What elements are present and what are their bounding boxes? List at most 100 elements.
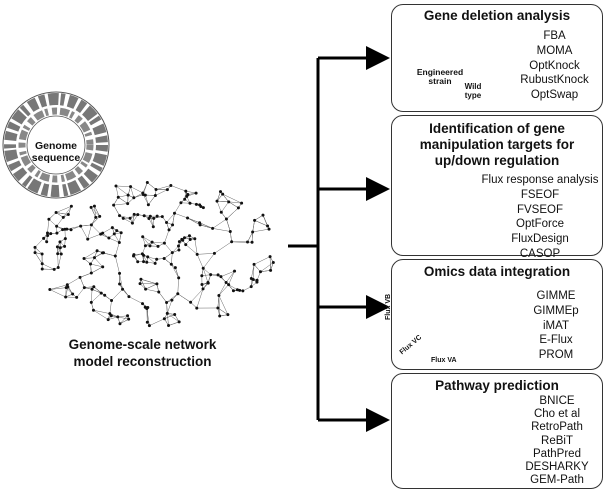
network-node <box>184 189 188 193</box>
network-edge <box>42 263 55 270</box>
network-node <box>146 255 150 259</box>
network-edge <box>190 288 204 303</box>
network-node <box>186 216 190 220</box>
method-item: GIMME <box>536 290 576 302</box>
method-item: FSEOF <box>520 188 560 201</box>
network-edge <box>174 202 182 214</box>
network-node <box>55 245 59 249</box>
network-node <box>110 226 114 230</box>
network-edge <box>47 219 50 234</box>
network-edge <box>148 218 154 227</box>
network-node <box>169 183 173 187</box>
network-edge <box>226 218 231 232</box>
network-node <box>89 205 93 209</box>
metabolic-network-graph <box>33 181 275 328</box>
network-node <box>251 230 255 234</box>
network-edge <box>177 293 191 303</box>
network-edge <box>133 194 144 199</box>
network-node <box>173 266 177 270</box>
network-node <box>112 232 116 236</box>
network-edge <box>90 207 96 218</box>
network-edge <box>90 263 103 268</box>
network-node <box>89 262 93 266</box>
network-node <box>66 212 70 216</box>
network-edge <box>117 316 129 320</box>
network-node <box>33 245 37 249</box>
network-node <box>157 290 161 294</box>
network-edge <box>108 316 118 320</box>
network-node <box>170 251 174 255</box>
network-node <box>48 288 52 292</box>
network-edge <box>262 215 268 227</box>
network-edge <box>63 206 72 218</box>
network-edge <box>185 190 197 194</box>
caption-line1: Genome-scale network <box>68 337 217 352</box>
network-node <box>271 260 275 264</box>
network-node <box>201 206 205 210</box>
network-edge <box>79 277 85 288</box>
method-item: E-Flux <box>539 334 573 347</box>
network-edge <box>115 185 131 187</box>
network-edge <box>34 247 43 255</box>
network-node <box>132 196 136 200</box>
method-list: BNICE Cho et al RetroPath ReBiT PathPred… <box>512 395 602 487</box>
network-edge <box>90 263 92 274</box>
network-edge <box>84 286 94 288</box>
network-node <box>188 201 192 205</box>
network-node <box>40 252 44 256</box>
network-node <box>182 236 186 240</box>
network-node <box>114 184 118 188</box>
method-item: Cho et al <box>533 408 581 421</box>
network-node <box>89 223 93 227</box>
network-node <box>267 227 271 231</box>
network-node <box>141 192 145 196</box>
network-edge <box>119 273 123 290</box>
network-node <box>99 291 103 295</box>
network-node <box>116 315 120 319</box>
network-edge <box>90 207 100 217</box>
panel-title-line: manipulation targets for <box>419 137 575 152</box>
network-node <box>40 262 44 266</box>
network-edge <box>83 250 98 259</box>
network-node <box>219 210 223 214</box>
network-edge <box>119 283 130 297</box>
network-edge <box>113 197 119 206</box>
network-edge <box>177 277 179 294</box>
network-node <box>108 312 112 316</box>
network-edge <box>114 233 120 243</box>
network-edge <box>212 228 231 232</box>
network-node <box>218 190 222 194</box>
network-edge <box>115 185 129 196</box>
network-node <box>228 229 232 233</box>
network-edge <box>132 214 138 224</box>
network-node <box>153 261 157 265</box>
network-edge <box>57 253 59 268</box>
network-edge <box>49 287 67 290</box>
network-node <box>47 217 51 221</box>
network-node <box>138 282 142 286</box>
network-node <box>92 204 96 208</box>
network-edge <box>164 252 173 259</box>
network-node <box>61 215 65 219</box>
network-node <box>106 318 110 322</box>
network-edge <box>119 315 128 324</box>
network-node <box>89 300 93 304</box>
network-node <box>69 228 73 232</box>
network-edge <box>228 201 242 204</box>
network-edge <box>218 284 229 296</box>
method-item: BNICE <box>539 395 575 407</box>
wild-type-label: Wild type <box>464 82 482 100</box>
network-node <box>230 240 234 244</box>
network-node <box>150 240 154 244</box>
network-edge <box>216 191 221 202</box>
panel-title-line: up/down regulation <box>434 153 560 168</box>
panel-title: Omics data integration <box>423 264 571 279</box>
network-edge <box>228 270 235 285</box>
network-edge <box>84 257 95 259</box>
genome-label-line2: sequence <box>31 152 81 164</box>
network-node <box>209 273 213 277</box>
network-edge <box>115 242 120 257</box>
network-node <box>95 249 99 253</box>
network-node <box>71 292 75 296</box>
network-edge <box>221 201 229 213</box>
